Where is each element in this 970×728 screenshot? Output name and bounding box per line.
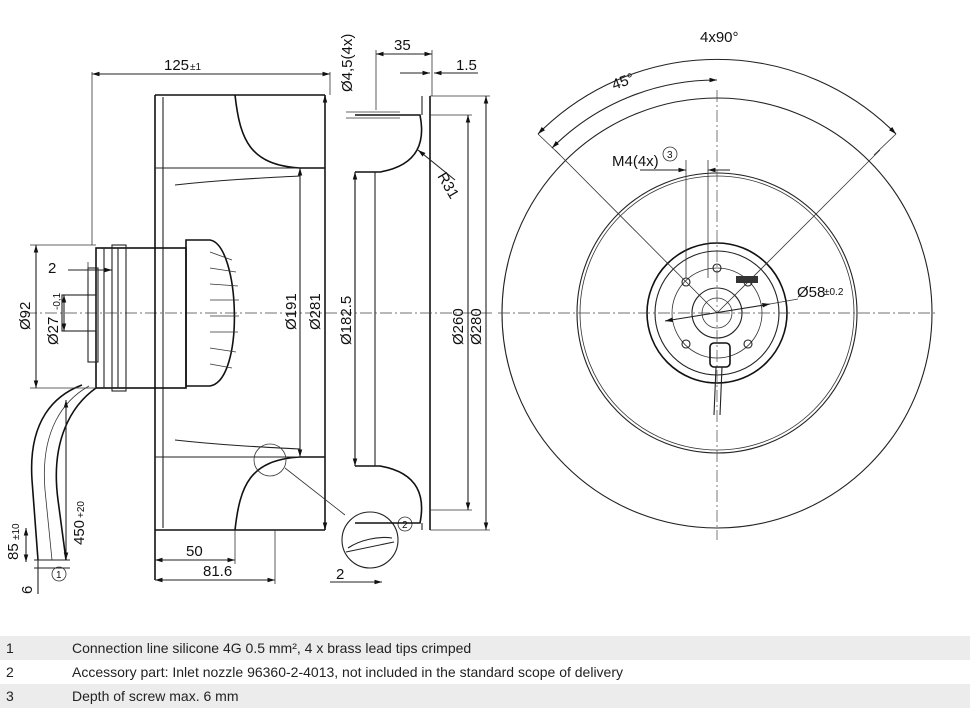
note-row: 2 Accessory part: Inlet nozzle 96360-2-4… xyxy=(0,660,970,684)
dim-d191: Ø191 xyxy=(283,293,300,330)
dim-81-6: 81.6 xyxy=(203,563,232,580)
dim-450: 450 xyxy=(71,520,88,545)
dim-125: 125 xyxy=(164,57,189,74)
dim-r31: R31 xyxy=(434,170,462,202)
dim-d58: Ø58 xyxy=(797,284,825,301)
side-view: 125 ±1 2 Ø92 Ø27 -0,1 Ø191 Ø281 450 +20 … xyxy=(5,57,413,594)
dim-d58-tol: ±0.2 xyxy=(824,287,844,298)
dim-450-tol: +20 xyxy=(76,501,87,518)
dim-125-tol: ±1 xyxy=(190,62,201,73)
callout-1: 1 xyxy=(56,570,62,581)
dim-d27: Ø27 xyxy=(45,317,62,345)
note-text: Connection line silicone 4G 0.5 mm², 4 x… xyxy=(66,636,970,660)
dim-d4-5: Ø4,5(4x) xyxy=(339,34,356,92)
dim-85: 85 xyxy=(5,543,22,560)
note-number: 2 xyxy=(6,664,14,680)
dim-d92: Ø92 xyxy=(17,302,34,330)
dim-d281: Ø281 xyxy=(307,293,324,330)
dim-1-5: 1.5 xyxy=(456,57,477,74)
dim-45: 45° xyxy=(610,70,637,94)
note-text: Depth of screw max. 6 mm xyxy=(66,684,970,708)
dim-6: 6 xyxy=(19,586,36,594)
front-view: 4x90° 45° M4(4x) 3 Ø58 ±0.2 xyxy=(498,29,938,540)
dim-35: 35 xyxy=(394,37,411,54)
dim-d280: Ø280 xyxy=(468,308,485,345)
dim-d260: Ø260 xyxy=(450,308,467,345)
dim-m4: M4(4x) xyxy=(612,153,659,170)
callout-2: 2 xyxy=(402,520,408,531)
note-text: Accessory part: Inlet nozzle 96360-2-401… xyxy=(72,664,623,680)
dim-85-tol: ±10 xyxy=(11,523,22,540)
nozzle-view: 35 1.5 Ø4,5(4x) R31 Ø182.5 Ø260 Ø280 xyxy=(338,34,495,531)
note-row: 1 Connection line silicone 4G 0.5 mm², 4… xyxy=(0,636,970,660)
dim-2-detail: 2 xyxy=(336,566,344,583)
technical-drawing: 125 ±1 2 Ø92 Ø27 -0,1 Ø191 Ø281 450 +20 … xyxy=(5,29,938,594)
callout-3: 3 xyxy=(667,150,673,161)
note-number: 1 xyxy=(0,636,66,660)
dim-50: 50 xyxy=(186,543,203,560)
note-number: 3 xyxy=(0,684,66,708)
note-row: 3 Depth of screw max. 6 mm xyxy=(0,684,970,708)
dim-d27-tol: -0,1 xyxy=(52,292,63,310)
dim-4x90: 4x90° xyxy=(700,29,739,46)
dim-d182-5: Ø182.5 xyxy=(338,296,355,345)
notes-table: 1 Connection line silicone 4G 0.5 mm², 4… xyxy=(0,636,970,708)
dim-2-shaft: 2 xyxy=(48,260,56,277)
